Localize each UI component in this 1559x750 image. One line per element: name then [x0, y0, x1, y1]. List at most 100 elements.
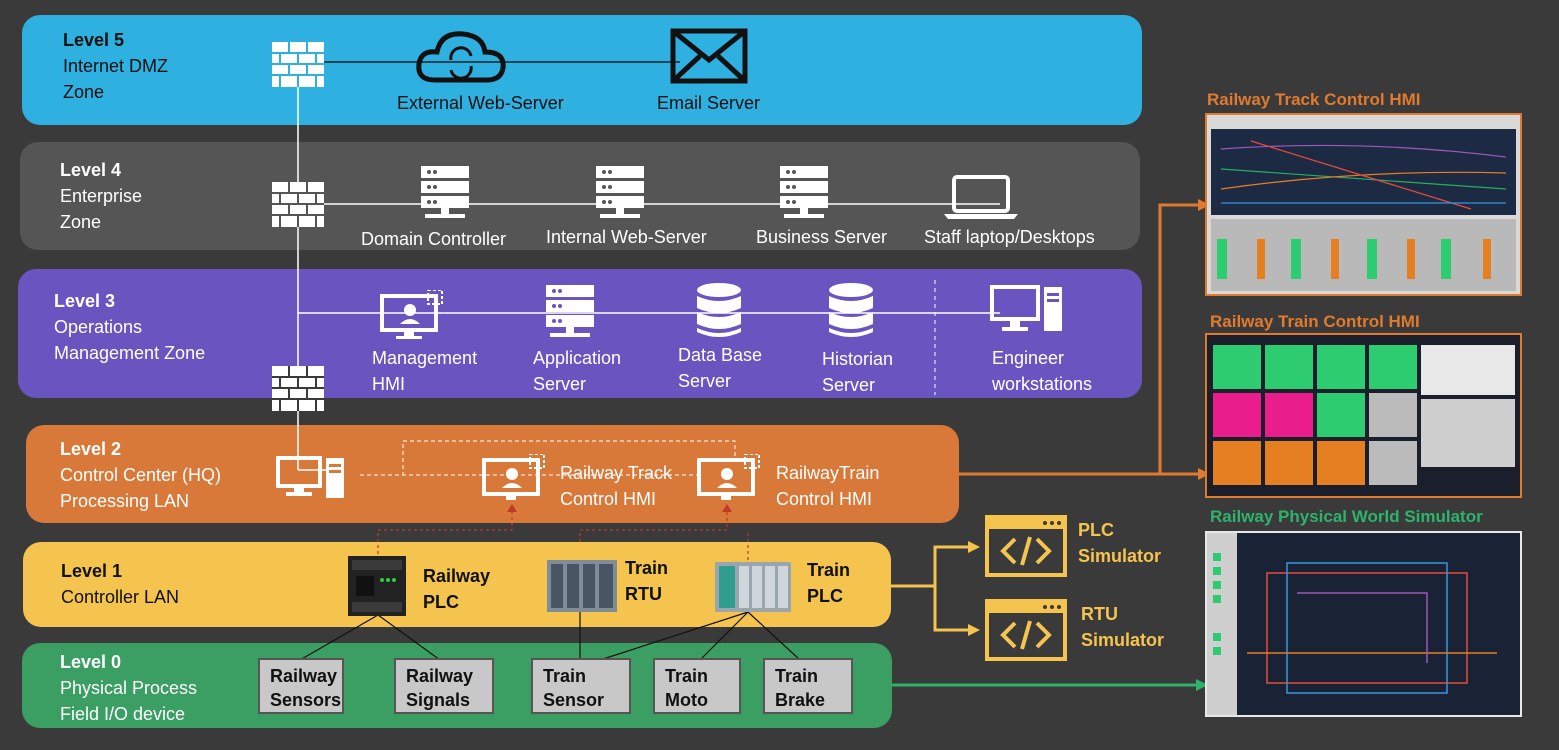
firewall-icon	[272, 42, 324, 87]
database-server-line1: Data Base	[678, 345, 763, 365]
level2-title: Level 2	[60, 439, 122, 459]
train-rtu-line1: Train	[625, 558, 669, 578]
track-map-panel	[1211, 129, 1516, 215]
email-icon	[670, 28, 748, 84]
train-brake-line2: Brake	[775, 690, 826, 710]
external-web-server-label: External Web-Server	[397, 93, 564, 113]
track-panels	[1211, 219, 1516, 291]
management-hmi-line1: Management	[372, 348, 478, 368]
application-server-line1: Application	[533, 348, 622, 368]
railway-plc-line2: PLC	[423, 592, 459, 612]
level5-zone	[22, 15, 1142, 125]
domain-controller-label: Domain Controller	[361, 229, 507, 249]
railway-train-hmi-line2: Control HMI	[776, 489, 873, 509]
email-server-label: Email Server	[657, 93, 761, 113]
workstation-icon	[276, 456, 344, 498]
world-simulator-screenshot	[1205, 531, 1522, 717]
level4-label: Level 4 Enterprise Zone	[60, 157, 142, 235]
level4-title: Level 4	[60, 160, 122, 180]
train-brake-line1: Train	[775, 666, 819, 686]
level2-line2: Processing LAN	[60, 491, 190, 511]
plc-simulator-line2: Simulator	[1078, 546, 1162, 566]
historian-server-line2: Server	[822, 375, 876, 395]
management-hmi-line2: HMI	[372, 374, 405, 394]
railway-signals-line1: Railway	[406, 666, 474, 686]
railway-train-hmi-line1: RailwayTrain	[776, 463, 880, 483]
level2-label: Level 2 Control Center (HQ) Processing L…	[60, 436, 221, 514]
firewall-icon	[272, 366, 324, 411]
engineer-workstations-line2: workstations	[992, 374, 1093, 394]
internal-web-server-label: Internal Web-Server	[546, 227, 707, 247]
staff-laptop-label: Staff laptop/Desktops	[924, 227, 1095, 247]
level5-title: Level 5	[63, 30, 125, 50]
hmi-icon	[380, 290, 443, 339]
train-plc-line1: Train	[807, 560, 851, 580]
level1-title: Level 1	[61, 561, 123, 581]
server-icon	[421, 166, 469, 218]
level1-label: Level 1 Controller LAN	[61, 558, 179, 610]
track-hmi-screenshot	[1205, 113, 1522, 296]
cloud-sync-icon	[416, 31, 506, 83]
train-hmi-screenshot	[1205, 333, 1522, 498]
application-server-line2: Server	[533, 374, 587, 394]
track-hmi-title: Railway Track Control HMI	[1207, 90, 1421, 109]
train-moto-line1: Train	[665, 666, 709, 686]
plc-device-icon	[348, 556, 406, 616]
level0-line2: Field I/O device	[60, 704, 186, 724]
train-plc-device-icon	[715, 562, 791, 612]
level3-label: Level 3 Operations Management Zone	[54, 288, 205, 366]
railway-sensors-line2: Sensors	[270, 690, 342, 710]
rtu-simulator-line2: Simulator	[1081, 630, 1165, 650]
train-sensor-line1: Train	[543, 666, 587, 686]
level4-line2: Zone	[60, 212, 102, 232]
railway-sensors-line1: Railway	[270, 666, 338, 686]
engineer-workstations-line1: Engineer	[992, 348, 1065, 368]
laptop-icon	[944, 175, 1018, 219]
level3-line2: Management Zone	[54, 343, 206, 363]
historian-server-line1: Historian	[822, 349, 894, 369]
level5-label: Level 5 Internet DMZ Zone	[63, 27, 168, 105]
database-server-line2: Server	[678, 371, 732, 391]
level3-title: Level 3	[54, 291, 116, 311]
train-sensor-line2: Sensor	[543, 690, 605, 710]
database-icon	[697, 283, 741, 337]
hmi-icon	[482, 454, 545, 500]
workstation-icon	[990, 285, 1062, 331]
rtu-simulator-line1: RTU	[1081, 604, 1118, 624]
railway-track-hmi-line2: Control HMI	[560, 489, 657, 509]
hmi-icon	[697, 454, 760, 500]
firewall-icon	[272, 182, 324, 227]
server-icon	[596, 166, 644, 218]
train-moto-line2: Moto	[665, 690, 708, 710]
server-icon	[780, 166, 828, 218]
railway-signals-line2: Signals	[406, 690, 471, 710]
level1-line1: Controller LAN	[61, 587, 180, 607]
world-simulator-title: Railway Physical World Simulator	[1210, 507, 1483, 526]
level0-title: Level 0	[60, 652, 122, 672]
rtu-device-icon	[547, 560, 617, 612]
server-icon	[546, 285, 594, 337]
level2-line1: Control Center (HQ)	[60, 465, 222, 485]
level4-line1: Enterprise	[60, 186, 143, 206]
code-window-icon	[985, 515, 1067, 577]
level5-line2: Zone	[63, 82, 105, 102]
level2-zone	[26, 425, 959, 523]
level0-label: Level 0 Physical Process Field I/O devic…	[60, 649, 197, 727]
level5-line1: Internet DMZ	[63, 56, 169, 76]
train-hmi-title: Railway Train Control HMI	[1210, 312, 1420, 331]
